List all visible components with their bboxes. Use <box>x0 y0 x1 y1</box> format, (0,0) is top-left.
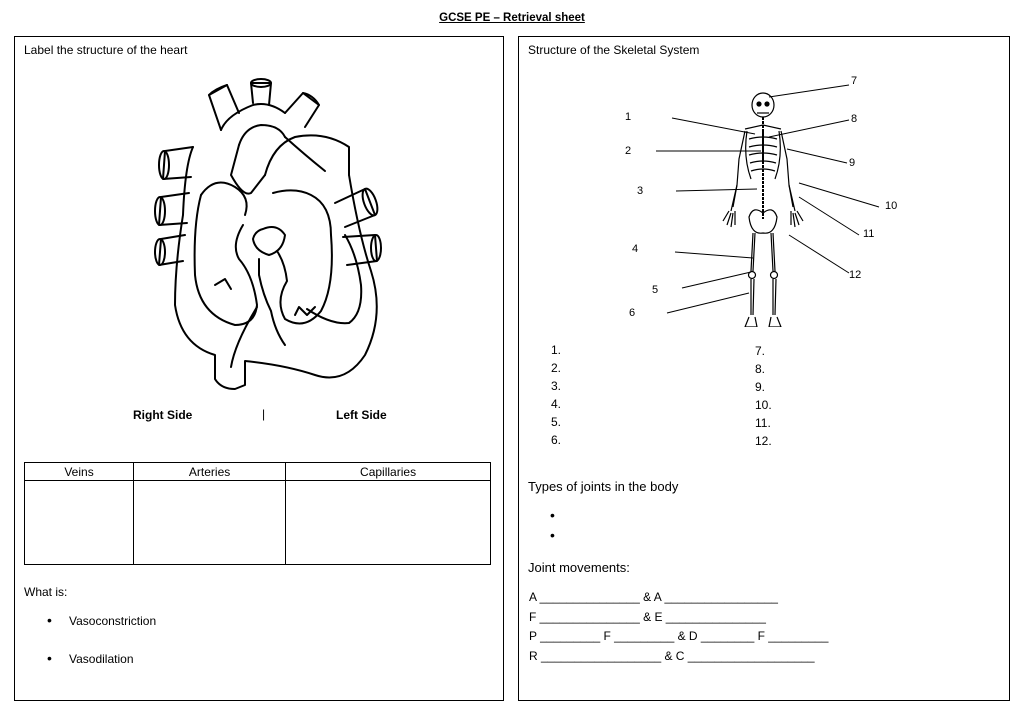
diagram-number: 4 <box>632 243 639 255</box>
diagram-number: 12 <box>849 269 862 281</box>
answer-item: 1. <box>551 343 562 357</box>
capillaries-answer-cell[interactable] <box>285 480 491 565</box>
bullet-icon: • <box>47 650 52 666</box>
skeleton-diagram <box>722 92 804 327</box>
bullet-icon: • <box>47 612 52 628</box>
diagram-number: 10 <box>885 200 898 212</box>
skeleton-leader-lines <box>656 84 880 314</box>
answer-item: 3. <box>551 379 562 393</box>
bullet-vasoconstriction: Vasoconstriction <box>69 614 157 628</box>
answer-item: 10. <box>755 398 772 412</box>
table-header-capillaries: Capillaries <box>285 462 491 481</box>
joint-movement-line[interactable]: P _________ F _________ & D ________ F _… <box>529 629 829 643</box>
joint-movement-line[interactable]: F _______________ & E _______________ <box>529 610 766 624</box>
right-side-label: Right Side <box>133 408 193 422</box>
joint-movement-line[interactable]: R __________________ & C _______________… <box>529 649 815 663</box>
answer-list-left: 1. 2. 3. 4. 5. 6. <box>551 341 561 449</box>
diagram-number: 3 <box>637 185 644 197</box>
diagram-number: 7 <box>851 75 858 87</box>
answer-list-right: 7. 8. 9. 10. 11. 12. <box>755 342 772 450</box>
what-is-heading: What is: <box>24 585 68 599</box>
heart-diagram <box>154 78 382 390</box>
diagram-number: 1 <box>625 111 632 123</box>
bullet-icon: • <box>550 527 555 543</box>
diagram-number: 2 <box>625 145 632 157</box>
diagram-number: 5 <box>652 284 659 296</box>
blood-vessels-table: Veins Arteries Capillaries <box>23 462 491 565</box>
table-header-arteries: Arteries <box>133 462 287 481</box>
answer-item: 8. <box>755 362 766 376</box>
answer-item: 4. <box>551 397 562 411</box>
bullet-icon: • <box>550 507 555 523</box>
left-side-label: Left Side <box>336 408 387 422</box>
diagram-number: 9 <box>849 157 856 169</box>
table-header-veins: Veins <box>23 462 135 481</box>
side-divider: | <box>262 407 266 421</box>
answer-item: 7. <box>755 344 766 358</box>
answer-item: 6. <box>551 433 562 447</box>
joints-heading: Types of joints in the body <box>528 479 679 494</box>
answer-item: 2. <box>551 361 562 375</box>
page-title: GCSE PE – Retrieval sheet <box>439 12 585 24</box>
heart-heading: Label the structure of the heart <box>24 43 188 57</box>
heart-panel: Label the structure of the heart <box>14 36 504 701</box>
answer-item: 5. <box>551 415 562 429</box>
answer-item: 12. <box>755 434 772 448</box>
veins-answer-cell[interactable] <box>23 480 135 565</box>
answer-item: 11. <box>755 416 771 430</box>
diagram-number: 6 <box>629 307 636 319</box>
arteries-answer-cell[interactable] <box>133 480 287 565</box>
diagram-number: 11 <box>863 228 875 240</box>
diagram-number: 8 <box>851 113 858 125</box>
skeleton-panel: Structure of the Skeletal System <box>518 36 1010 701</box>
joint-movements-heading: Joint movements: <box>528 560 630 575</box>
skeleton-heading: Structure of the Skeletal System <box>528 43 700 57</box>
answer-item: 9. <box>755 380 766 394</box>
bullet-vasodilation: Vasodilation <box>69 652 134 666</box>
joint-movement-line[interactable]: A _______________ & A _________________ <box>529 590 778 604</box>
